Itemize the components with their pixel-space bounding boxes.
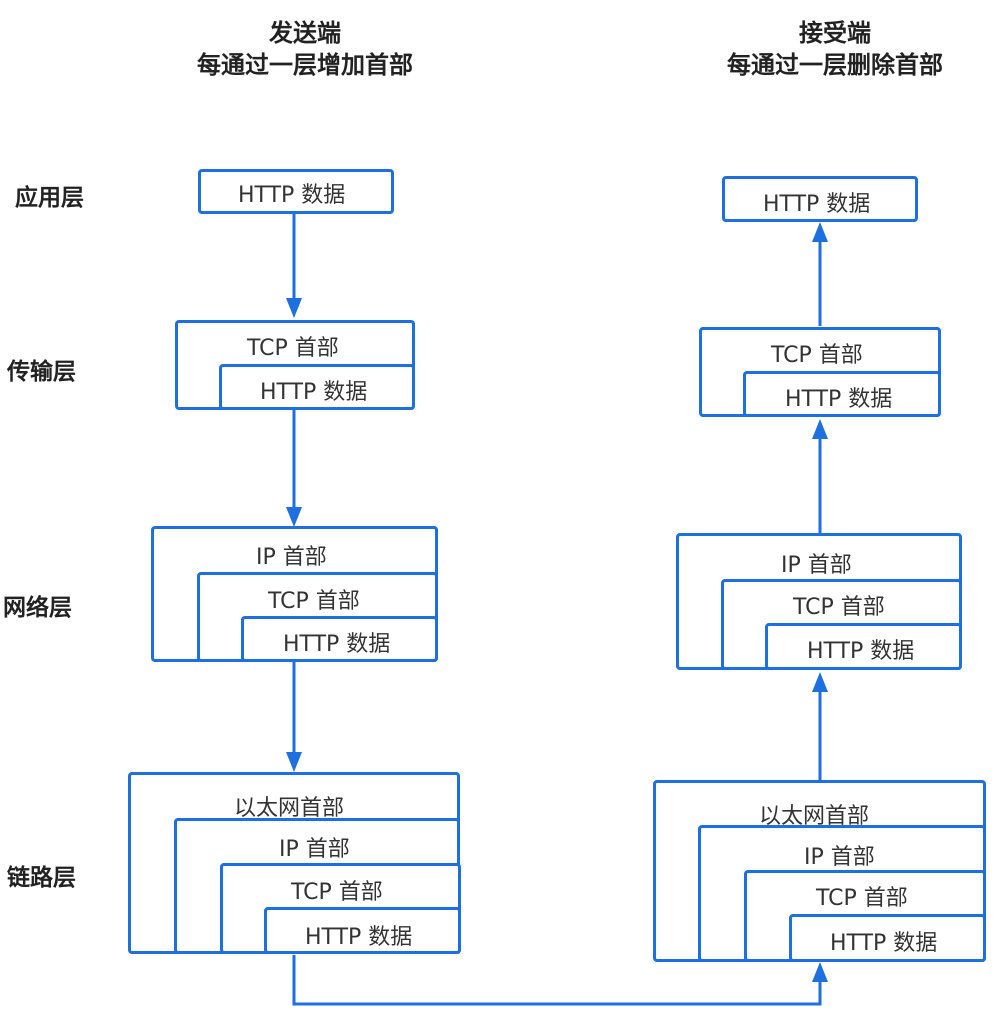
sender-transport-http-box <box>219 364 415 410</box>
sender-title-block: 发送端 每通过一层增加首部 <box>170 17 440 81</box>
receiver-network-http-label: HTTP 数据 <box>807 639 915 664</box>
layer-label-link: 链路层 <box>7 865 76 891</box>
sender-link-http-box <box>264 907 461 954</box>
sender-link-tcp-label: TCP 首部 <box>291 880 383 905</box>
receiver-link-ethernet-label: 以太网首部 <box>759 804 870 829</box>
sender-network-http-box <box>241 616 438 662</box>
receiver-arrowhead-0 <box>812 962 828 982</box>
sender-transport-http-label: HTTP 数据 <box>260 380 368 405</box>
receiver-app-http-label: HTTP 数据 <box>763 192 871 217</box>
receiver-network-ip-label: IP 首部 <box>781 553 852 578</box>
sender-arrowhead-1 <box>286 298 302 318</box>
sender-arrowhead-3 <box>286 752 302 772</box>
sender-network-ip-label: IP 首部 <box>256 545 327 570</box>
sender-transport-tcp-label: TCP 首部 <box>247 336 339 361</box>
receiver-transport-http-label: HTTP 数据 <box>785 387 893 412</box>
bottom-link-path <box>292 955 822 1006</box>
layer-label-network: 网络层 <box>3 595 72 621</box>
sender-link-ethernet-label: 以太网首部 <box>234 796 345 821</box>
receiver-network-http-box <box>765 623 962 670</box>
receiver-subtitle: 每通过一层删除首部 <box>727 51 943 79</box>
receiver-link-http-label: HTTP 数据 <box>830 931 938 956</box>
receiver-transport-http-box <box>743 371 941 417</box>
receiver-arrowhead-2 <box>812 419 828 439</box>
receiver-transport-tcp-label: TCP 首部 <box>771 343 863 368</box>
receiver-arrowhead-3 <box>812 222 828 242</box>
receiver-link-http-box <box>789 914 986 962</box>
receiver-title: 接受端 <box>799 19 871 47</box>
sender-arrowhead-2 <box>286 507 302 527</box>
sender-app-http-label: HTTP 数据 <box>238 183 346 208</box>
receiver-title-block: 接受端 每通过一层删除首部 <box>700 17 970 81</box>
sender-subtitle: 每通过一层增加首部 <box>197 51 413 79</box>
sender-network-tcp-label: TCP 首部 <box>268 589 360 614</box>
receiver-link-ip-label: IP 首部 <box>804 845 875 870</box>
sender-link-ip-label: IP 首部 <box>279 837 350 862</box>
receiver-arrowhead-1 <box>812 672 828 692</box>
sender-title: 发送端 <box>269 19 341 47</box>
receiver-link-tcp-label: TCP 首部 <box>816 886 908 911</box>
sender-link-http-label: HTTP 数据 <box>305 925 413 950</box>
sender-network-http-label: HTTP 数据 <box>283 632 391 657</box>
layer-label-application: 应用层 <box>15 185 84 211</box>
receiver-network-tcp-label: TCP 首部 <box>793 595 885 620</box>
sender-app-http-box <box>198 169 394 214</box>
layer-label-transport: 传输层 <box>7 359 76 385</box>
receiver-app-http-box <box>722 176 918 222</box>
